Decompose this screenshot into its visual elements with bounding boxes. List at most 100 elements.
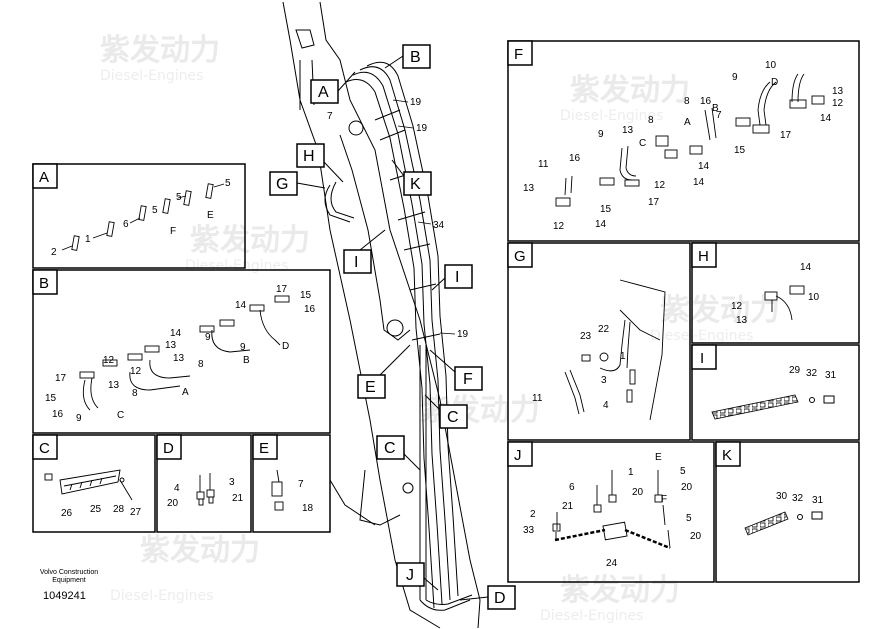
svg-text:D: D: [494, 590, 506, 607]
panel-g: G 22 23 1 3 11 4: [507, 242, 691, 441]
svg-text:15: 15: [600, 204, 612, 215]
svg-text:24: 24: [606, 558, 618, 569]
svg-text:26: 26: [61, 508, 73, 519]
callout-box-e[interactable]: E: [357, 344, 411, 399]
svg-text:C: C: [384, 440, 396, 457]
svg-text:17: 17: [55, 373, 67, 384]
svg-text:8: 8: [132, 388, 138, 399]
svg-text:9: 9: [76, 413, 82, 424]
svg-text:D: D: [163, 440, 174, 457]
svg-text:4: 4: [603, 400, 609, 411]
svg-text:F: F: [514, 46, 523, 63]
svg-text:14: 14: [698, 161, 710, 172]
svg-text:17: 17: [276, 284, 288, 295]
svg-text:A: A: [182, 387, 189, 398]
svg-text:3: 3: [229, 477, 235, 488]
panel-c: C 26 25 28 27: [32, 434, 156, 533]
svg-text:B: B: [243, 355, 250, 366]
svg-text:6: 6: [123, 219, 129, 230]
svg-text:8: 8: [684, 96, 690, 107]
watermark: 紫发动力 Diesel-Engines 紫发动力 Diesel-Engines …: [100, 33, 780, 624]
callout-box-h[interactable]: H: [296, 143, 344, 183]
svg-text:14: 14: [693, 177, 705, 188]
svg-text:32: 32: [792, 493, 804, 504]
callout-box-f[interactable]: F: [429, 349, 483, 391]
svg-text:32: 32: [806, 368, 818, 379]
svg-text:11: 11: [532, 393, 543, 404]
callout-box-a[interactable]: A: [310, 71, 356, 104]
callout-box-j[interactable]: J: [396, 562, 439, 591]
svg-text:34: 34: [433, 220, 445, 231]
svg-text:A: A: [318, 84, 329, 101]
callout-box-c-left[interactable]: C: [376, 435, 421, 471]
svg-text:16: 16: [52, 409, 64, 420]
svg-text:19: 19: [416, 123, 428, 134]
svg-text:12: 12: [731, 301, 743, 312]
svg-text:31: 31: [812, 495, 824, 506]
callout-box-g[interactable]: G: [269, 171, 326, 196]
svg-text:7: 7: [716, 110, 722, 121]
svg-text:9: 9: [205, 332, 211, 343]
svg-text:1: 1: [85, 234, 91, 245]
callout-box-i-lower[interactable]: I: [431, 264, 473, 291]
svg-text:19: 19: [410, 97, 422, 108]
svg-text:10: 10: [765, 60, 777, 71]
svg-text:I: I: [700, 350, 704, 367]
svg-text:紫发动力: 紫发动力: [190, 223, 310, 258]
svg-text:E: E: [207, 210, 214, 221]
svg-text:Diesel-Engines: Diesel-Engines: [110, 588, 213, 604]
boom-callouts: A B H G K I I: [269, 44, 516, 610]
svg-text:H: H: [698, 248, 709, 265]
svg-text:5: 5: [176, 192, 182, 203]
svg-text:6: 6: [569, 482, 575, 493]
svg-text:12: 12: [103, 355, 115, 366]
svg-text:20: 20: [632, 487, 644, 498]
callout-box-b[interactable]: B: [384, 44, 431, 69]
callout-box-c-right[interactable]: C: [424, 394, 468, 429]
svg-text:A: A: [39, 169, 49, 186]
svg-text:D: D: [282, 341, 289, 352]
svg-text:29: 29: [789, 365, 801, 376]
svg-text:F: F: [170, 226, 176, 237]
svg-text:11: 11: [538, 159, 549, 170]
svg-text:F: F: [661, 494, 667, 505]
panel-h: H 14 12 10 13: [691, 242, 860, 344]
svg-text:5: 5: [152, 205, 158, 216]
svg-text:16: 16: [700, 96, 712, 107]
svg-text:C: C: [39, 440, 50, 457]
svg-text:12: 12: [130, 366, 142, 377]
svg-text:5: 5: [680, 466, 686, 477]
brand-caption: Volvo Construction Equipment: [39, 569, 99, 585]
svg-text:8: 8: [648, 115, 654, 126]
svg-text:21: 21: [562, 501, 574, 512]
svg-text:紫发动力: 紫发动力: [420, 393, 540, 428]
callout-box-i-upper[interactable]: I: [343, 229, 386, 274]
svg-text:紫发动力: 紫发动力: [100, 33, 220, 68]
svg-text:13: 13: [736, 315, 748, 326]
svg-text:31: 31: [825, 370, 837, 381]
panel-k: K 30 32 31: [715, 441, 860, 583]
svg-text:K: K: [722, 447, 732, 464]
svg-text:E: E: [259, 440, 269, 457]
boom-part-labels: 7 19 19 34 19: [327, 97, 469, 340]
svg-text:30: 30: [776, 491, 788, 502]
svg-text:E: E: [655, 452, 662, 463]
svg-text:14: 14: [170, 328, 182, 339]
svg-text:E: E: [365, 379, 376, 396]
svg-text:14: 14: [235, 300, 247, 311]
panel-f: F 10 9 D 13 12 14 8 16 7: [507, 40, 860, 242]
svg-text:I: I: [354, 254, 358, 271]
svg-text:紫发动力: 紫发动力: [660, 293, 780, 328]
svg-text:15: 15: [300, 290, 312, 301]
svg-text:22: 22: [598, 324, 610, 335]
svg-text:12: 12: [654, 180, 666, 191]
svg-text:Diesel-Engines: Diesel-Engines: [560, 108, 663, 124]
svg-text:25: 25: [90, 504, 102, 515]
svg-text:Diesel-Engines: Diesel-Engines: [540, 608, 643, 624]
svg-text:J: J: [514, 447, 522, 464]
svg-text:20: 20: [167, 498, 179, 509]
svg-text:Diesel-Engines: Diesel-Engines: [100, 68, 203, 84]
callout-box-k[interactable]: K: [391, 159, 432, 196]
callout-box-d[interactable]: D: [459, 585, 516, 610]
svg-text:紫发动力: 紫发动力: [140, 533, 260, 568]
